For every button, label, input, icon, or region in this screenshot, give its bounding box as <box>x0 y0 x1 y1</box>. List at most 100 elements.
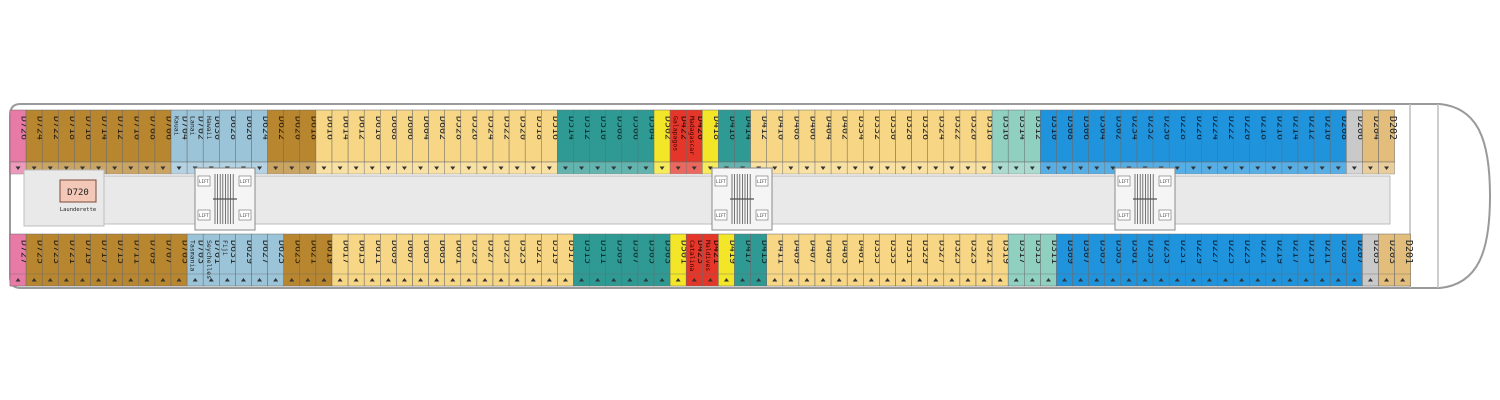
cabin-d305[interactable]: D305 <box>1088 233 1109 287</box>
cabin-d233[interactable]: D233 <box>1152 233 1173 287</box>
cabin-d504[interactable]: D504 <box>637 109 658 175</box>
cabin-d325[interactable]: D325 <box>943 233 964 287</box>
cabin-d622[interactable]: D622 <box>267 109 288 175</box>
cabin-d401[interactable]: D401 <box>846 233 867 287</box>
cabin-d405[interactable]: D405 <box>814 233 835 287</box>
cabin-d315[interactable]: D315 <box>1024 233 1044 287</box>
cabin-d411[interactable]: D411 <box>766 233 787 287</box>
cabin-d311[interactable]: D311 <box>1040 233 1060 287</box>
cabin-d629[interactable]: D629 <box>235 233 255 287</box>
cabin-d609[interactable]: D609 <box>380 233 400 287</box>
cabin-d404[interactable]: D404 <box>814 109 835 175</box>
cabin-d503[interactable]: D503 <box>653 233 674 287</box>
cabin-d721[interactable]: D721 <box>58 233 78 287</box>
cabin-d329[interactable]: D329 <box>911 233 932 287</box>
cabin-d308[interactable]: D308 <box>1056 109 1077 175</box>
cabin-d528[interactable]: D528 <box>444 109 465 175</box>
cabin-d402[interactable]: D402 <box>830 109 851 175</box>
cabin-d327[interactable]: D327 <box>927 233 948 287</box>
cabin-d716[interactable]: D716 <box>74 109 94 175</box>
cabin-d602[interactable]: D602 <box>428 109 449 175</box>
cabin-d514[interactable]: D514 <box>557 109 577 175</box>
cabin-d508[interactable]: D508 <box>605 109 626 175</box>
cabin-d326[interactable]: D326 <box>911 109 932 175</box>
cabin-d518[interactable]: D518 <box>524 109 545 175</box>
cabin-d709[interactable]: D709 <box>138 233 159 287</box>
cabin-d408[interactable]: D408 <box>782 109 803 175</box>
cabin-d301[interactable]: D301 <box>1120 233 1141 287</box>
cabin-d712[interactable]: D712 <box>106 109 127 175</box>
cabin-d525[interactable]: D525 <box>492 233 513 287</box>
cabin-d529[interactable]: D529 <box>460 233 481 287</box>
cabin-d217[interactable]: D217 <box>1281 233 1302 287</box>
cabin-d403[interactable]: D403 <box>830 233 851 287</box>
cabin-d223[interactable]: D223 <box>1233 233 1254 287</box>
cabin-d201[interactable]: D201 <box>1394 233 1415 287</box>
cabin-d406[interactable]: D406 <box>798 109 819 175</box>
cabin-d211[interactable]: D211 <box>1313 233 1334 287</box>
cabin-d601[interactable]: D601 <box>444 233 465 287</box>
cabin-d225[interactable]: D225 <box>1217 233 1238 287</box>
launderette-room[interactable]: D720 Launderette <box>59 179 97 213</box>
cabin-d527[interactable]: D527 <box>476 233 497 287</box>
cabin-d708[interactable]: D708 <box>138 109 159 175</box>
cabin-d323[interactable]: D323 <box>959 233 980 287</box>
cabin-d512[interactable]: D512 <box>573 109 594 175</box>
cabin-d224[interactable]: D224 <box>1201 109 1221 175</box>
cabin-d206[interactable]: D206 <box>1346 109 1366 175</box>
cabin-d521[interactable]: D521 <box>524 233 545 287</box>
cabin-d717[interactable]: D717 <box>90 233 111 287</box>
cabin-d625[interactable]: D625 <box>267 233 288 287</box>
cabin-d506[interactable]: D506 <box>621 109 642 175</box>
cabin-d520[interactable]: D520 <box>508 109 529 175</box>
cabin-d509[interactable]: D509 <box>605 233 626 287</box>
cabin-d719[interactable]: D719 <box>74 233 94 287</box>
cabin-d235[interactable]: D235 <box>1136 233 1157 287</box>
cabin-d410[interactable]: D410 <box>766 109 787 175</box>
cabin-d215[interactable]: D215 <box>1297 233 1318 287</box>
cabin-d519[interactable]: D519 <box>541 233 561 287</box>
cabin-d418[interactable]: D418 <box>702 109 722 175</box>
cabin-d419[interactable]: D419 <box>718 233 738 287</box>
cabin-d611[interactable]: D611 <box>363 233 384 287</box>
cabin-d321[interactable]: D321 <box>975 233 996 287</box>
cabin-d605[interactable]: D605 <box>412 233 433 287</box>
cabin-d306[interactable]: D306 <box>1072 109 1093 175</box>
cabin-d515[interactable]: D515 <box>573 233 594 287</box>
cabin-d226[interactable]: D226 <box>1185 109 1205 175</box>
cabin-d501[interactable]: D501 <box>669 233 690 287</box>
cabin-d302[interactable]: D302 <box>1104 109 1125 175</box>
cabin-d320[interactable]: D320 <box>959 109 980 175</box>
cabin-d208[interactable]: D208 <box>1329 109 1350 175</box>
cabin-d523[interactable]: D523 <box>508 233 529 287</box>
cabin-d507[interactable]: D507 <box>621 233 642 287</box>
cabin-d726[interactable]: D726 <box>9 109 30 175</box>
cabin-d314[interactable]: D314 <box>1007 109 1028 175</box>
cabin-d332[interactable]: D332 <box>863 109 883 175</box>
cabin-d309[interactable]: D309 <box>1056 233 1077 287</box>
cabin-d203[interactable]: D203 <box>1378 233 1399 287</box>
cabin-d328[interactable]: D328 <box>895 109 916 175</box>
cabin-d604[interactable]: D604 <box>412 109 433 175</box>
cabin-d204[interactable]: D204 <box>1362 109 1382 175</box>
cabin-d606[interactable]: D606 <box>396 109 416 175</box>
cabin-d624[interactable]: D624 <box>251 109 272 175</box>
cabin-d510[interactable]: D510 <box>589 109 610 175</box>
cabin-d617[interactable]: D617 <box>331 233 352 287</box>
cabin-d627[interactable]: D627 <box>251 233 272 287</box>
cabin-d229[interactable]: D229 <box>1185 233 1205 287</box>
cabin-d502[interactable]: D502 <box>653 109 674 175</box>
cabin-d417[interactable]: D417 <box>734 233 755 287</box>
cabin-d725[interactable]: D725 <box>25 233 46 287</box>
cabin-d618[interactable]: D618 <box>299 109 320 175</box>
cabin-d715[interactable]: D715 <box>106 233 127 287</box>
cabin-d612[interactable]: D612 <box>347 109 368 175</box>
cabin-d706[interactable]: D706 <box>154 109 175 175</box>
cabin-d310[interactable]: D310 <box>1040 109 1060 175</box>
cabin-d522[interactable]: D522 <box>492 109 513 175</box>
